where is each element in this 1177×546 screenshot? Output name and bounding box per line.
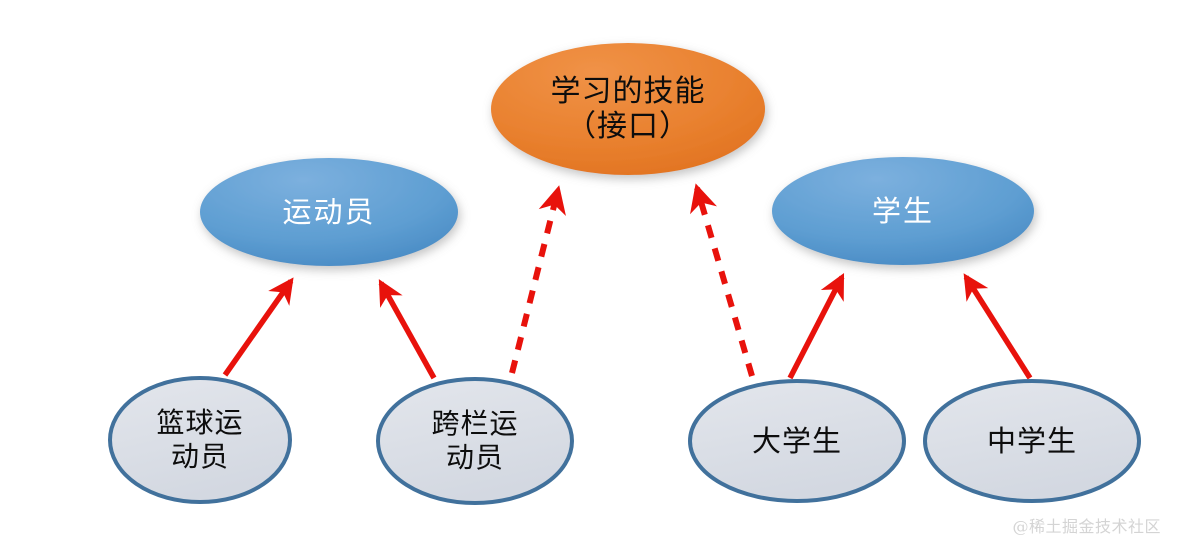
watermark-text: @稀土掘金技术社区 — [1012, 517, 1161, 536]
node-university-student-ellipse[interactable] — [688, 379, 906, 503]
edge-basketball-to-athlete — [222, 277, 294, 377]
edge-layer — [222, 183, 1033, 380]
edge-hurdler-to-athlete — [378, 279, 437, 380]
node-student-ellipse[interactable] — [772, 157, 1034, 265]
node-layer — [108, 43, 1141, 505]
node-hurdler-ellipse[interactable] — [376, 377, 574, 505]
edge-university-to-student — [787, 273, 845, 380]
edge-hurdler-to-interface — [509, 185, 566, 374]
node-basketball-player-ellipse[interactable] — [108, 376, 292, 504]
edge-middle-to-student — [963, 273, 1033, 380]
edge-university-to-interface — [690, 183, 755, 377]
node-interface-ellipse[interactable] — [491, 43, 765, 175]
node-athlete-ellipse[interactable] — [200, 158, 458, 266]
node-middle-school-student-ellipse[interactable] — [923, 379, 1141, 503]
